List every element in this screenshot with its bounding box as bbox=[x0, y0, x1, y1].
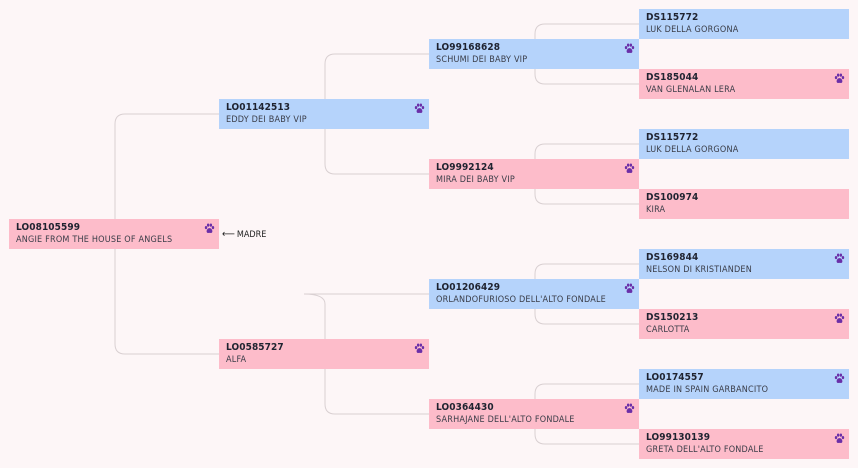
registration-number: LO01206429 bbox=[436, 282, 501, 293]
registration-number: DS115772 bbox=[646, 12, 699, 23]
madre-label: ⟵MADRE bbox=[222, 229, 266, 240]
dog-name: VAN GLENALAN LERA bbox=[646, 85, 736, 95]
paw-icon[interactable] bbox=[834, 313, 845, 324]
paw-icon[interactable] bbox=[624, 283, 635, 294]
paw-icon[interactable] bbox=[414, 103, 425, 114]
registration-number: LO0174557 bbox=[646, 372, 704, 383]
dog-name: ANGIE FROM THE HOUSE OF ANGELS bbox=[16, 235, 173, 245]
dog-card-sire[interactable]: LO01142513 EDDY DEI BABY VIP bbox=[219, 99, 429, 129]
dog-card-sds[interactable]: DS115772 LUK DELLA GORGONA bbox=[639, 129, 849, 159]
dog-card-sire-sire[interactable]: LO99168628 SCHUMI DEI BABY VIP bbox=[429, 39, 639, 69]
paw-icon[interactable] bbox=[834, 73, 845, 84]
paw-icon[interactable] bbox=[834, 373, 845, 384]
dog-card-ddd[interactable]: LO99130139 GRETA DELL'ALTO FONDALE bbox=[639, 429, 849, 459]
arrow-left-icon: ⟵ bbox=[222, 229, 235, 240]
dog-name: MADE IN SPAIN GARBANCITO bbox=[646, 385, 769, 395]
registration-number: LO9992124 bbox=[436, 162, 494, 173]
dog-name: SCHUMI DEI BABY VIP bbox=[436, 55, 528, 65]
dog-card-dss[interactable]: DS169844 NELSON DI KRISTIANDEN bbox=[639, 249, 849, 279]
dog-name: MIRA DEI BABY VIP bbox=[436, 175, 515, 185]
paw-icon[interactable] bbox=[624, 163, 635, 174]
registration-number: LO99168628 bbox=[436, 42, 501, 53]
dog-name: KIRA bbox=[646, 205, 666, 215]
dog-name: LUK DELLA GORGONA bbox=[646, 25, 739, 35]
paw-icon[interactable] bbox=[624, 43, 635, 54]
paw-icon[interactable] bbox=[834, 253, 845, 264]
paw-icon[interactable] bbox=[204, 223, 215, 234]
dog-name: ORLANDOFURIOSO DELL'ALTO FONDALE bbox=[436, 295, 606, 305]
registration-number: LO0585727 bbox=[226, 342, 284, 353]
registration-number: LO99130139 bbox=[646, 432, 711, 443]
paw-icon[interactable] bbox=[414, 343, 425, 354]
paw-icon[interactable] bbox=[834, 433, 845, 444]
dog-card-sdd[interactable]: DS100974 KIRA bbox=[639, 189, 849, 219]
dog-name: EDDY DEI BABY VIP bbox=[226, 115, 307, 125]
registration-number: LO0364430 bbox=[436, 402, 494, 413]
registration-number: DS150213 bbox=[646, 312, 699, 323]
registration-number: DS185044 bbox=[646, 72, 699, 83]
dog-name: LUK DELLA GORGONA bbox=[646, 145, 739, 155]
dog-name: CARLOTTA bbox=[646, 325, 690, 335]
dog-card-sss[interactable]: DS115772 LUK DELLA GORGONA bbox=[639, 9, 849, 39]
dog-card-sire-dam[interactable]: LO9992124 MIRA DEI BABY VIP bbox=[429, 159, 639, 189]
dog-card-dam-dam[interactable]: LO0364430 SARHAJANE DELL'ALTO FONDALE bbox=[429, 399, 639, 429]
registration-number: LO08105599 bbox=[16, 222, 81, 233]
dog-card-dam-sire[interactable]: LO01206429 ORLANDOFURIOSO DELL'ALTO FOND… bbox=[429, 279, 639, 309]
dog-name: NELSON DI KRISTIANDEN bbox=[646, 265, 753, 275]
dog-card-dam[interactable]: LO0585727 ALFA bbox=[219, 339, 429, 369]
madre-text: MADRE bbox=[236, 230, 267, 240]
dog-name: SARHAJANE DELL'ALTO FONDALE bbox=[436, 415, 575, 425]
registration-number: DS115772 bbox=[646, 132, 699, 143]
paw-icon[interactable] bbox=[624, 403, 635, 414]
dog-card-dsd[interactable]: DS150213 CARLOTTA bbox=[639, 309, 849, 339]
registration-number: DS100974 bbox=[646, 192, 699, 203]
dog-card-dds[interactable]: LO0174557 MADE IN SPAIN GARBANCITO bbox=[639, 369, 849, 399]
registration-number: LO01142513 bbox=[226, 102, 291, 113]
registration-number: DS169844 bbox=[646, 252, 699, 263]
dog-card-subject[interactable]: LO08105599 ANGIE FROM THE HOUSE OF ANGEL… bbox=[9, 219, 219, 249]
dog-name: ALFA bbox=[226, 355, 247, 365]
dog-name: GRETA DELL'ALTO FONDALE bbox=[646, 445, 764, 455]
dog-card-ssd[interactable]: DS185044 VAN GLENALAN LERA bbox=[639, 69, 849, 99]
